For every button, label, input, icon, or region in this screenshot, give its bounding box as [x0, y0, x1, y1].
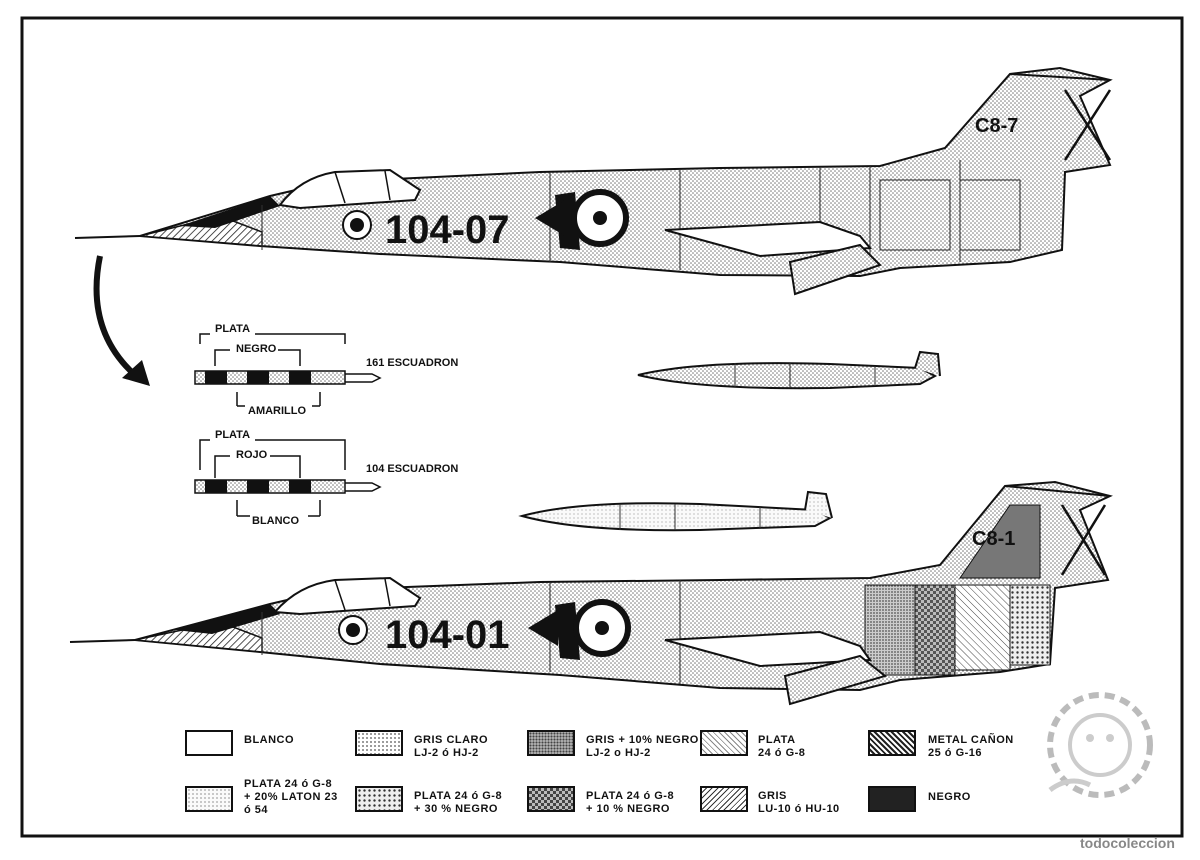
- band-104-inner-bottom: BLANCO: [252, 515, 299, 527]
- swatch-negro: [868, 786, 916, 812]
- swatch-plata-laton: [185, 786, 233, 812]
- band-161-inner-top: NEGRO: [236, 343, 277, 355]
- aircraft-top: 104-07 C8-7: [74, 66, 1113, 296]
- legend-gris-claro: GRIS CLARO LJ-2 ó HJ-2: [414, 734, 489, 759]
- watermark-text: todocoleccion: [1080, 835, 1175, 851]
- tip-tank-top: [637, 350, 941, 390]
- band-detail-161: PLATA NEGRO AMARILLO 161 ESCUADRON: [194, 323, 458, 417]
- band-detail-104: PLATA ROJO BLANCO 104 ESCUADRON: [194, 429, 458, 527]
- legend-blanco: BLANCO: [244, 734, 295, 746]
- swatch-plata: [700, 730, 748, 756]
- pointer-arrow: [93, 255, 138, 378]
- swatch-plata-30: [355, 786, 403, 812]
- legend-gris-negro: GRIS + 10% NEGRO LJ-2 o HJ-2: [586, 734, 699, 759]
- band-161-inner-bottom: AMARILLO: [248, 405, 306, 417]
- swatch-metal-canon: [868, 730, 916, 756]
- band-104-outer: PLATA: [215, 429, 250, 441]
- legend-metal-canon: METAL CAÑON 25 ó G-16: [928, 734, 1014, 759]
- serial-top: 104-07: [385, 208, 510, 252]
- legend-gris-hatch: GRIS LU-10 ó HU-10: [758, 790, 840, 815]
- band-161-outer: PLATA: [215, 323, 250, 335]
- swatch-blanco: [185, 730, 233, 756]
- tail-code-top: C8-7: [975, 115, 1018, 137]
- legend-negro: NEGRO: [928, 791, 971, 803]
- swatch-plata-10: [527, 786, 575, 812]
- band-104-inner-top: ROJO: [236, 449, 268, 461]
- tip-tank-bottom: [518, 490, 833, 532]
- legend-plata-30: PLATA 24 ó G-8 + 30 % NEGRO: [414, 790, 503, 815]
- band-161-squadron: 161 ESCUADRON: [366, 357, 458, 369]
- serial-bottom: 104-01: [385, 613, 510, 657]
- tail-code-bottom: C8-1: [972, 528, 1015, 550]
- swatch-gris-hatch: [700, 786, 748, 812]
- lion-logo-watermark: [1047, 692, 1153, 798]
- legend-plata-laton: PLATA 24 ó G-8 + 20% LATON 23 ó 54: [244, 778, 338, 816]
- swatch-gris-negro: [527, 730, 575, 756]
- swatch-gris-claro: [355, 730, 403, 756]
- legend-plata-10: PLATA 24 ó G-8 + 10 % NEGRO: [586, 790, 675, 815]
- aircraft-bottom: 104-01 C8-1: [69, 480, 1113, 706]
- band-104-squadron: 104 ESCUADRON: [366, 463, 458, 475]
- legend-plata: PLATA 24 ó G-8: [758, 734, 806, 759]
- sheet-border: [20, 16, 1184, 838]
